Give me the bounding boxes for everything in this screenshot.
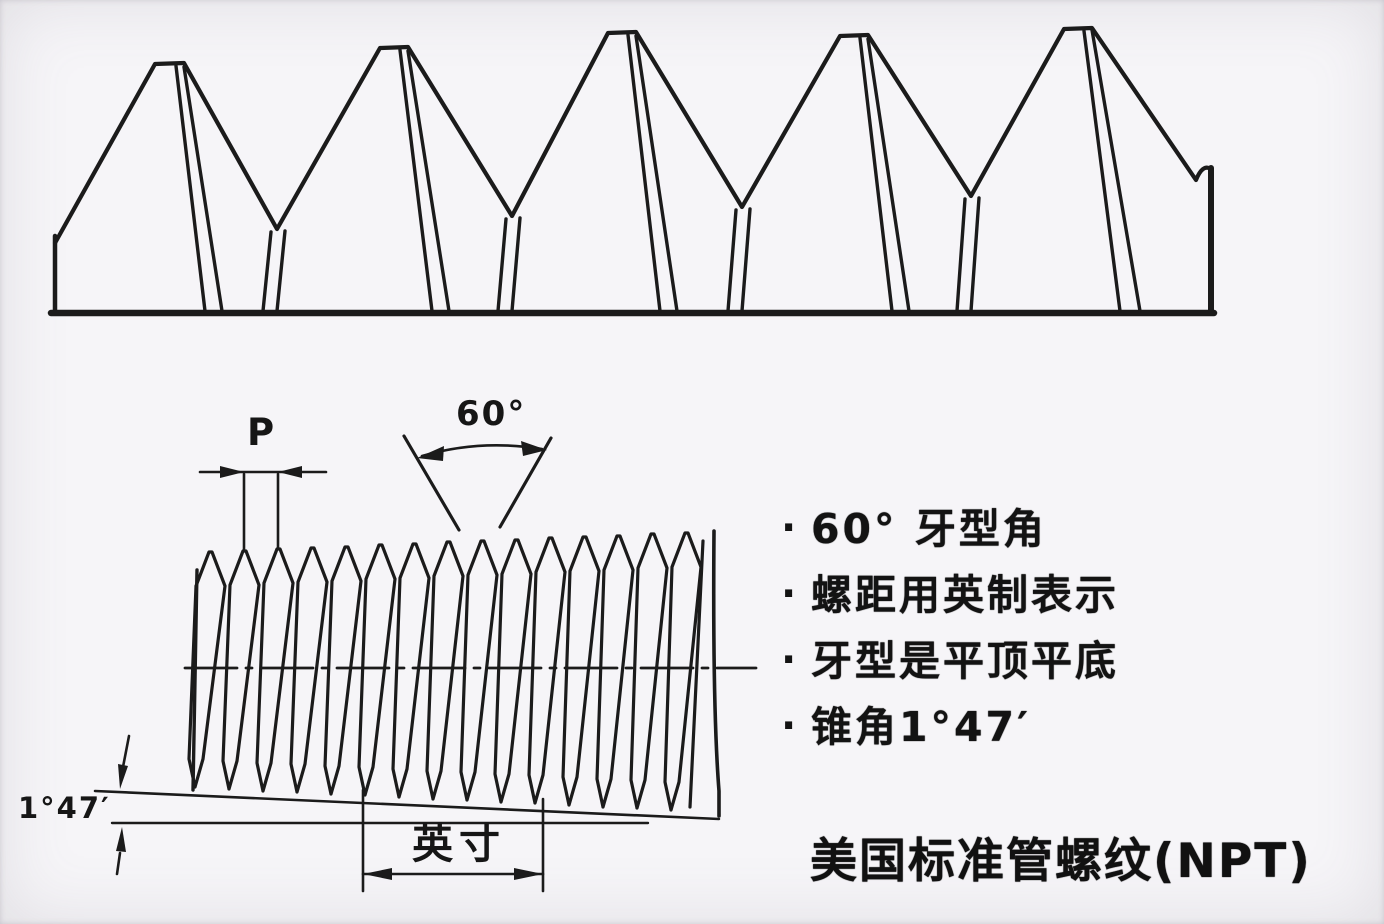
note-item-thread-angle: · 60° 牙型角 bbox=[781, 506, 1361, 572]
note-text: 60° 牙型角 bbox=[811, 505, 1047, 553]
angle-arrow-left bbox=[417, 446, 444, 461]
inch-arrow-left bbox=[363, 868, 392, 880]
pipe-taper-line bbox=[93, 789, 721, 821]
pitch-extension-lines bbox=[242, 472, 280, 551]
note-item-flat-crest-root: · 牙型是平顶平底 bbox=[781, 638, 1361, 704]
npt-title: 美国标准管螺纹(NPT) bbox=[810, 834, 1312, 889]
pitch-label: P bbox=[247, 411, 275, 454]
bullet-icon: · bbox=[781, 703, 797, 749]
profile-helix-lines bbox=[174, 28, 1142, 313]
taper-arrow-lower bbox=[116, 827, 126, 852]
pipe-right-edge bbox=[711, 529, 721, 818]
pipe-teeth bbox=[187, 531, 703, 812]
pipe-last-flank bbox=[688, 539, 705, 809]
thread-angle-label: 60° bbox=[456, 394, 527, 434]
pipe-thread-view bbox=[93, 529, 758, 825]
note-item-pitch-imperial: · 螺距用英制表示 bbox=[781, 572, 1361, 638]
pipe-left-edge bbox=[191, 568, 199, 792]
note-item-taper-angle: · 锥角1°47′ bbox=[781, 704, 1361, 770]
inch-arrow-right bbox=[514, 868, 543, 880]
inch-label: 英寸 bbox=[412, 820, 506, 868]
pitch-dimension bbox=[198, 466, 328, 551]
bullet-icon: · bbox=[781, 637, 797, 683]
notes-list: · 60° 牙型角 · 螺距用英制表示 · 牙型是平顶平底 · 锥角1°47′ bbox=[781, 506, 1361, 770]
bullet-icon: · bbox=[781, 571, 797, 617]
taper-arrow-lower-line bbox=[115, 851, 122, 876]
angle-arrow-right bbox=[521, 441, 547, 456]
top-thread-profile bbox=[47, 25, 1218, 317]
taper-angle-label: 1°47′ bbox=[18, 791, 111, 825]
profile-outline bbox=[52, 25, 1214, 246]
taper-angle-dimension bbox=[115, 734, 131, 876]
pitch-arrow-left bbox=[220, 466, 244, 478]
inch-dimension bbox=[361, 788, 545, 893]
taper-arrow-upper-line bbox=[121, 734, 131, 769]
angle-flank-lines bbox=[402, 434, 553, 532]
note-text: 牙型是平顶平底 bbox=[811, 637, 1119, 685]
note-text: 螺距用英制表示 bbox=[811, 571, 1119, 619]
note-text: 锥角1°47′ bbox=[811, 703, 1031, 751]
pitch-arrow-right bbox=[278, 466, 302, 478]
thread-angle-dimension bbox=[402, 434, 553, 532]
bullet-icon: · bbox=[781, 505, 797, 551]
taper-arrow-upper bbox=[118, 764, 128, 789]
profile-valley-slots bbox=[261, 196, 981, 313]
